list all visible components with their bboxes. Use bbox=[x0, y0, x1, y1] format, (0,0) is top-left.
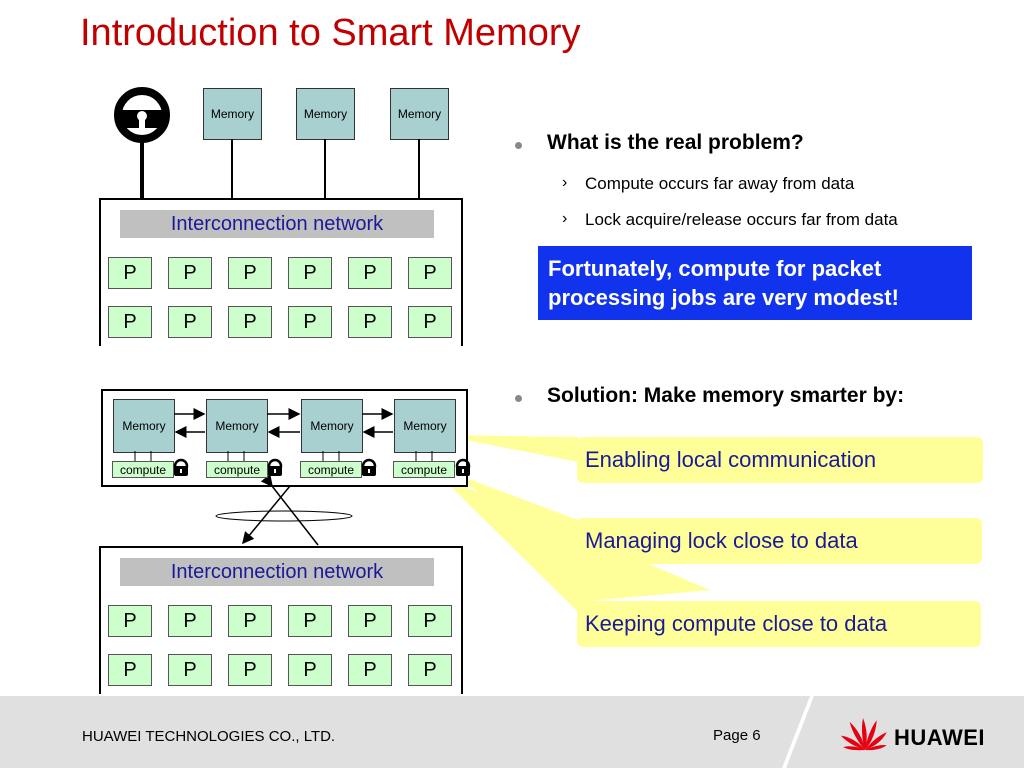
processor: P bbox=[288, 306, 332, 338]
processor: P bbox=[228, 257, 272, 289]
processor: P bbox=[348, 605, 392, 637]
processor: P bbox=[108, 605, 152, 637]
connector-line bbox=[324, 139, 326, 199]
sub-bullet-marker: › bbox=[562, 174, 568, 191]
processor: P bbox=[288, 605, 332, 637]
memory-block: Memory bbox=[206, 399, 268, 453]
processor: P bbox=[228, 654, 272, 686]
lock-icon bbox=[114, 87, 170, 198]
processor: P bbox=[408, 257, 452, 289]
feature-box: Managing lock close to data bbox=[577, 518, 982, 564]
feature-box: Keeping compute close to data bbox=[577, 601, 981, 647]
bullet-dot-icon bbox=[515, 142, 522, 149]
footer-divider bbox=[782, 696, 814, 768]
processor: P bbox=[408, 605, 452, 637]
compute-unit: compute bbox=[393, 461, 455, 478]
problem-heading: What is the real problem? bbox=[547, 131, 804, 154]
solution-heading: Solution: Make memory smarter by: bbox=[547, 384, 905, 407]
connector-line bbox=[418, 139, 420, 199]
processor: P bbox=[348, 306, 392, 338]
problem-item: Compute occurs far away from data bbox=[585, 174, 855, 193]
lock-icon bbox=[361, 458, 377, 476]
processor: P bbox=[348, 654, 392, 686]
interconnection-network: Interconnection network bbox=[120, 210, 434, 238]
processor: P bbox=[408, 306, 452, 338]
callout-box: Fortunately, compute for packet processi… bbox=[538, 246, 972, 320]
lock-icon bbox=[455, 458, 471, 476]
memory-block: Memory bbox=[390, 88, 449, 140]
memory-block: Memory bbox=[301, 399, 363, 453]
processor: P bbox=[168, 605, 212, 637]
processor: P bbox=[168, 306, 212, 338]
compute-unit: compute bbox=[206, 461, 268, 478]
company-name: HUAWEI TECHNOLOGIES CO., LTD. bbox=[82, 728, 336, 745]
processor: P bbox=[108, 654, 152, 686]
processor: P bbox=[228, 605, 272, 637]
page-number: Page 6 bbox=[713, 727, 761, 744]
memory-block: Memory bbox=[394, 399, 456, 453]
lock-icon bbox=[173, 458, 189, 476]
processor: P bbox=[408, 654, 452, 686]
compute-unit: compute bbox=[300, 461, 362, 478]
feature-box: Enabling local communication bbox=[577, 437, 983, 483]
bullet-dot-icon bbox=[515, 395, 522, 402]
brand-name: HUAWEI bbox=[894, 725, 985, 750]
lock-icon bbox=[267, 458, 283, 476]
memory-block: Memory bbox=[203, 88, 262, 140]
processor: P bbox=[288, 257, 332, 289]
processor: P bbox=[168, 654, 212, 686]
processor: P bbox=[228, 306, 272, 338]
huawei-logo-icon bbox=[840, 718, 887, 751]
processor: P bbox=[348, 257, 392, 289]
interconnection-network: Interconnection network bbox=[120, 558, 434, 586]
processor: P bbox=[288, 654, 332, 686]
problem-item: Lock acquire/release occurs far from dat… bbox=[585, 210, 898, 229]
processor: P bbox=[168, 257, 212, 289]
sub-bullet-marker: › bbox=[562, 210, 568, 227]
processor: P bbox=[108, 306, 152, 338]
page-title: Introduction to Smart Memory bbox=[80, 12, 581, 54]
connector-line bbox=[231, 139, 233, 199]
compute-unit: compute bbox=[112, 461, 174, 478]
processor: P bbox=[108, 257, 152, 289]
